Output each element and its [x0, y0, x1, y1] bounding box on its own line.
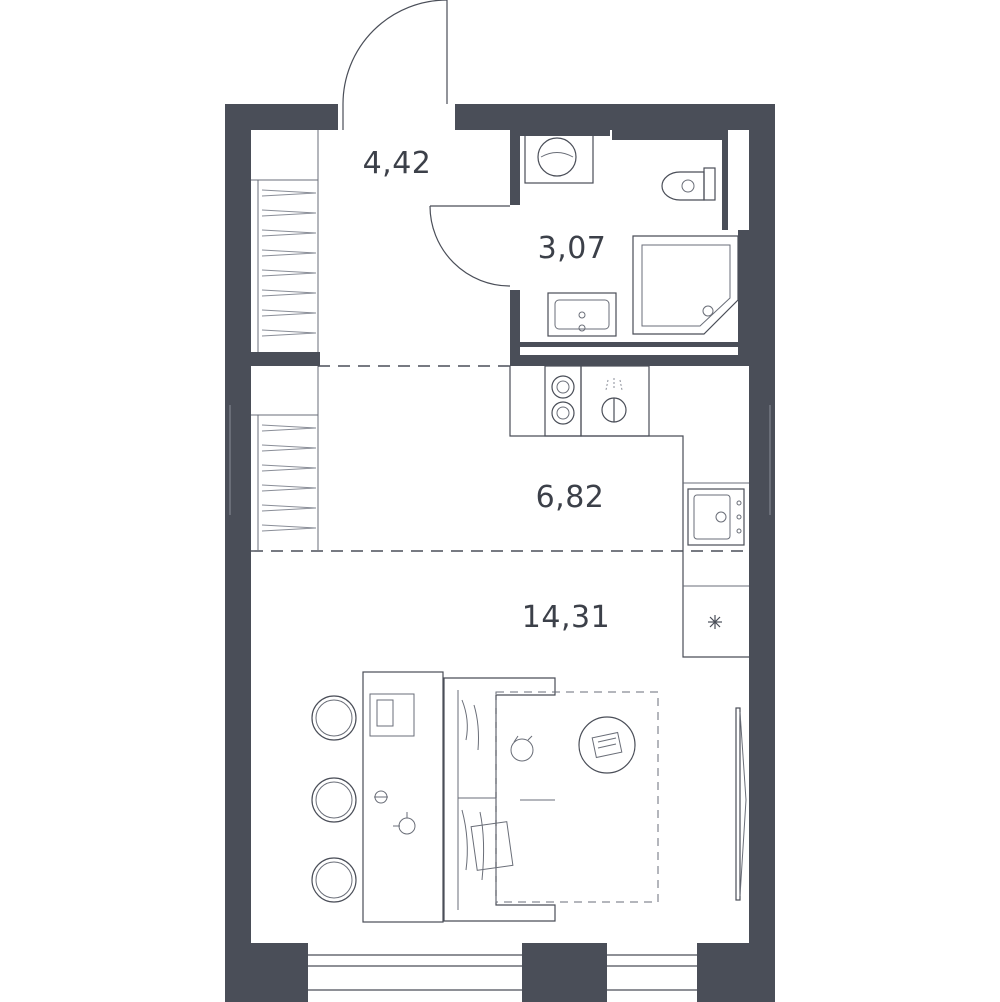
kitchen-sink [687, 488, 745, 546]
sofa [443, 677, 556, 922]
bath-right-wall [722, 130, 728, 230]
bath-top-wall-b [612, 130, 722, 140]
bath-wall-upper [510, 130, 520, 205]
wardrobe-lower [251, 366, 319, 550]
bathroom-door-swing [429, 205, 511, 287]
entry-door[interactable] [342, 0, 448, 130]
bar-stools [311, 695, 357, 903]
desk [362, 671, 444, 923]
bathroom-area-label: 3,07 [538, 231, 607, 266]
cushion-toy [510, 735, 534, 762]
right-wall [749, 104, 775, 1002]
bathroom-door[interactable] [429, 205, 511, 287]
shower-tray [632, 235, 739, 335]
hall-area-label: 4,42 [363, 146, 432, 181]
bath-bottom-inner [520, 342, 738, 347]
bath-wall-bottom [510, 355, 749, 366]
fridge-icon [708, 615, 722, 629]
rug [495, 691, 659, 903]
wardrobe-upper [251, 130, 319, 352]
cooktop [544, 365, 582, 437]
window-right [607, 954, 697, 991]
window-left [308, 954, 522, 991]
living-area-label: 14,31 [522, 600, 610, 635]
washing-machine [524, 130, 594, 184]
exterior-walls [225, 104, 775, 1002]
bath-wall-lower [510, 290, 520, 364]
closet-wall [251, 352, 320, 366]
entry-door-swing [342, 0, 448, 105]
top-wall-right [455, 104, 775, 130]
bath-top-wall-a [520, 130, 610, 136]
bath-shaft-wall [738, 230, 749, 355]
toilet [661, 167, 716, 201]
kitchen-sink-faucet [580, 365, 650, 437]
interior-walls [251, 130, 749, 366]
bottom-pier-middle [522, 943, 607, 1002]
kitchen-counter [509, 366, 749, 658]
bottom-pier-right [697, 943, 775, 1002]
kitchen-area-label: 6,82 [536, 480, 605, 515]
coffee-table [578, 716, 636, 774]
left-wall [225, 104, 251, 1002]
bathroom-sink [547, 292, 617, 337]
bottom-pier-left [225, 943, 308, 1002]
tv [735, 707, 747, 901]
